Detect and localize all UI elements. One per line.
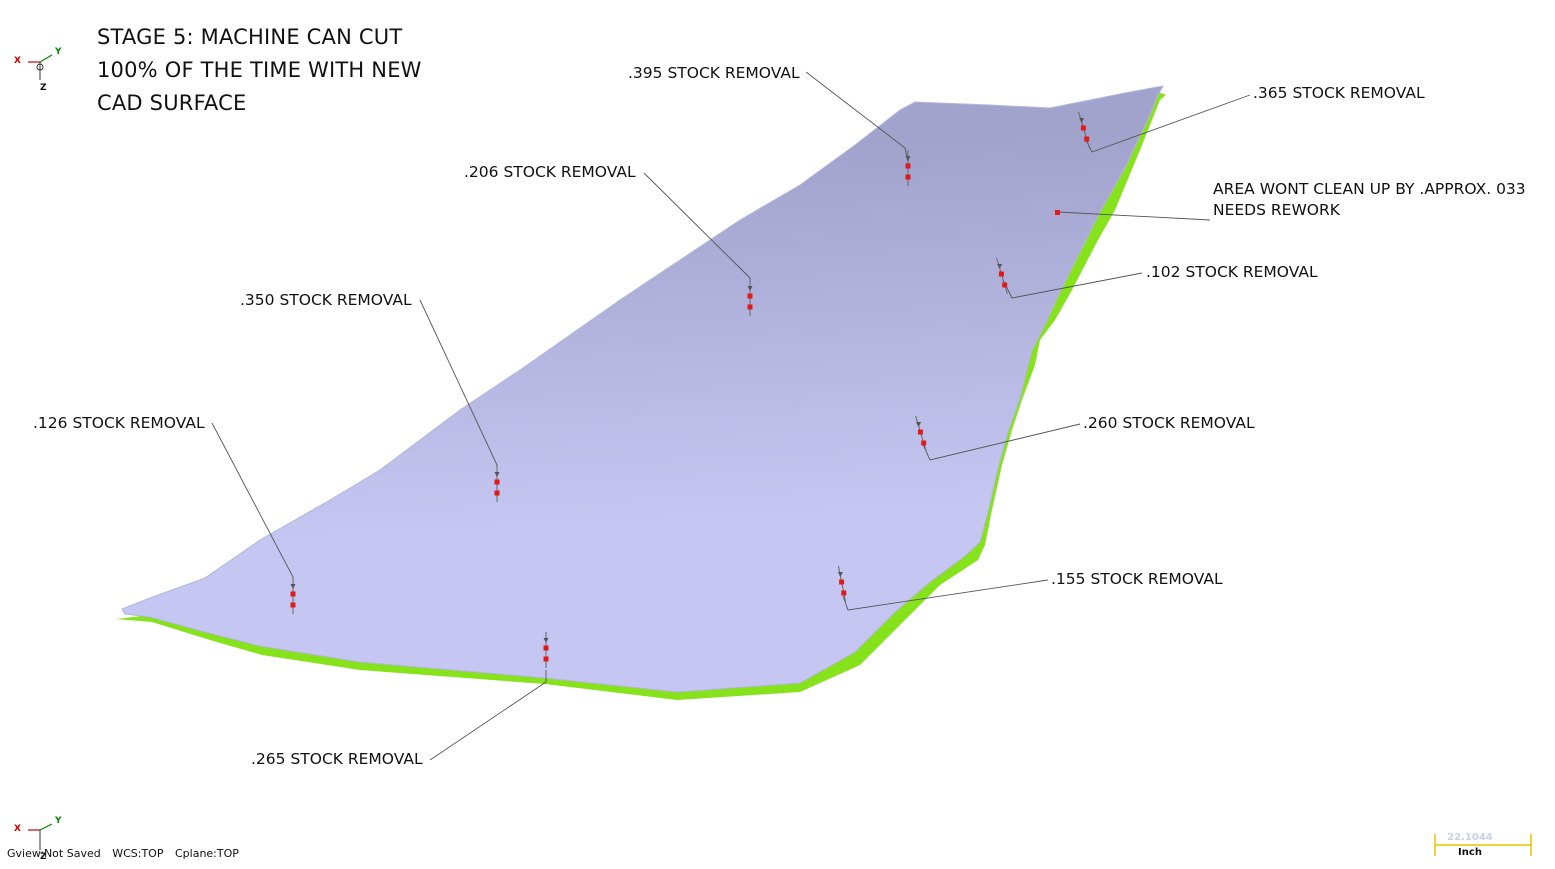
marker-265 [543, 632, 549, 668]
stock-edge-green [116, 92, 1166, 700]
annotation-206: .206 STOCK REMOVAL [464, 163, 636, 181]
axis-triad-bottom [28, 823, 53, 850]
annotation-155: .155 STOCK REMOVAL [1051, 570, 1223, 588]
cad-surface[interactable] [121, 85, 1164, 693]
marker-260 [915, 415, 927, 453]
marker-155 [837, 565, 847, 603]
axis-z-label-bottom: Z [40, 852, 47, 862]
annotation-126: .126 STOCK REMOVAL [33, 414, 205, 432]
annotation-102: .102 STOCK REMOVAL [1146, 263, 1318, 281]
annotation-260: .260 STOCK REMOVAL [1083, 414, 1255, 432]
annotation-rework-line1: AREA WONT CLEAN UP BY .APPROX. 033 [1213, 180, 1526, 198]
measurement-markers [290, 111, 1090, 668]
gview-status[interactable]: Gview:Not Saved [7, 847, 101, 860]
title-line-3: CAD SURFACE [97, 91, 247, 115]
leader-155 [842, 579, 1049, 611]
axis-triad-top [28, 54, 53, 80]
marker-365 [1078, 111, 1090, 149]
axis-y-label-bottom: Y [55, 816, 62, 826]
leader-265 [429, 670, 547, 761]
annotation-rework-line2: NEEDS REWORK [1213, 201, 1340, 219]
title-line-1: STAGE 5: MACHINE CAN CUT [97, 25, 403, 49]
scale-value: 22.1044 [1447, 832, 1493, 843]
marker-rework [1055, 210, 1060, 215]
annotation-395: .395 STOCK REMOVAL [628, 64, 800, 82]
title-line-2: 100% OF THE TIME WITH NEW [97, 58, 422, 82]
annotation-265: .265 STOCK REMOVAL [251, 750, 423, 768]
status-bar: Gview:Not Saved WCS:TOP Cplane:TOP [7, 847, 247, 860]
annotation-350: .350 STOCK REMOVAL [240, 291, 412, 309]
scale-bar: 22.1044 Inch [1434, 830, 1532, 858]
axis-z-label-top: Z [40, 83, 47, 93]
marker-102 [996, 257, 1008, 295]
marker-395 [905, 150, 911, 186]
cplane-status[interactable]: Cplane:TOP [174, 847, 239, 860]
axis-x-label-top: X [14, 56, 21, 66]
marker-206 [747, 280, 753, 316]
scale-unit: Inch [1458, 847, 1482, 858]
marker-350 [494, 466, 500, 502]
wcs-status[interactable]: WCS:TOP [112, 847, 164, 860]
leader-260 [921, 423, 1081, 461]
marker-126 [290, 578, 296, 614]
scale-bar-graphic [1434, 834, 1532, 856]
annotation-365: .365 STOCK REMOVAL [1253, 84, 1425, 102]
axis-x-label-bottom: X [14, 824, 21, 834]
axis-y-label-top: Y [55, 47, 62, 57]
leader-rework [1057, 211, 1211, 221]
